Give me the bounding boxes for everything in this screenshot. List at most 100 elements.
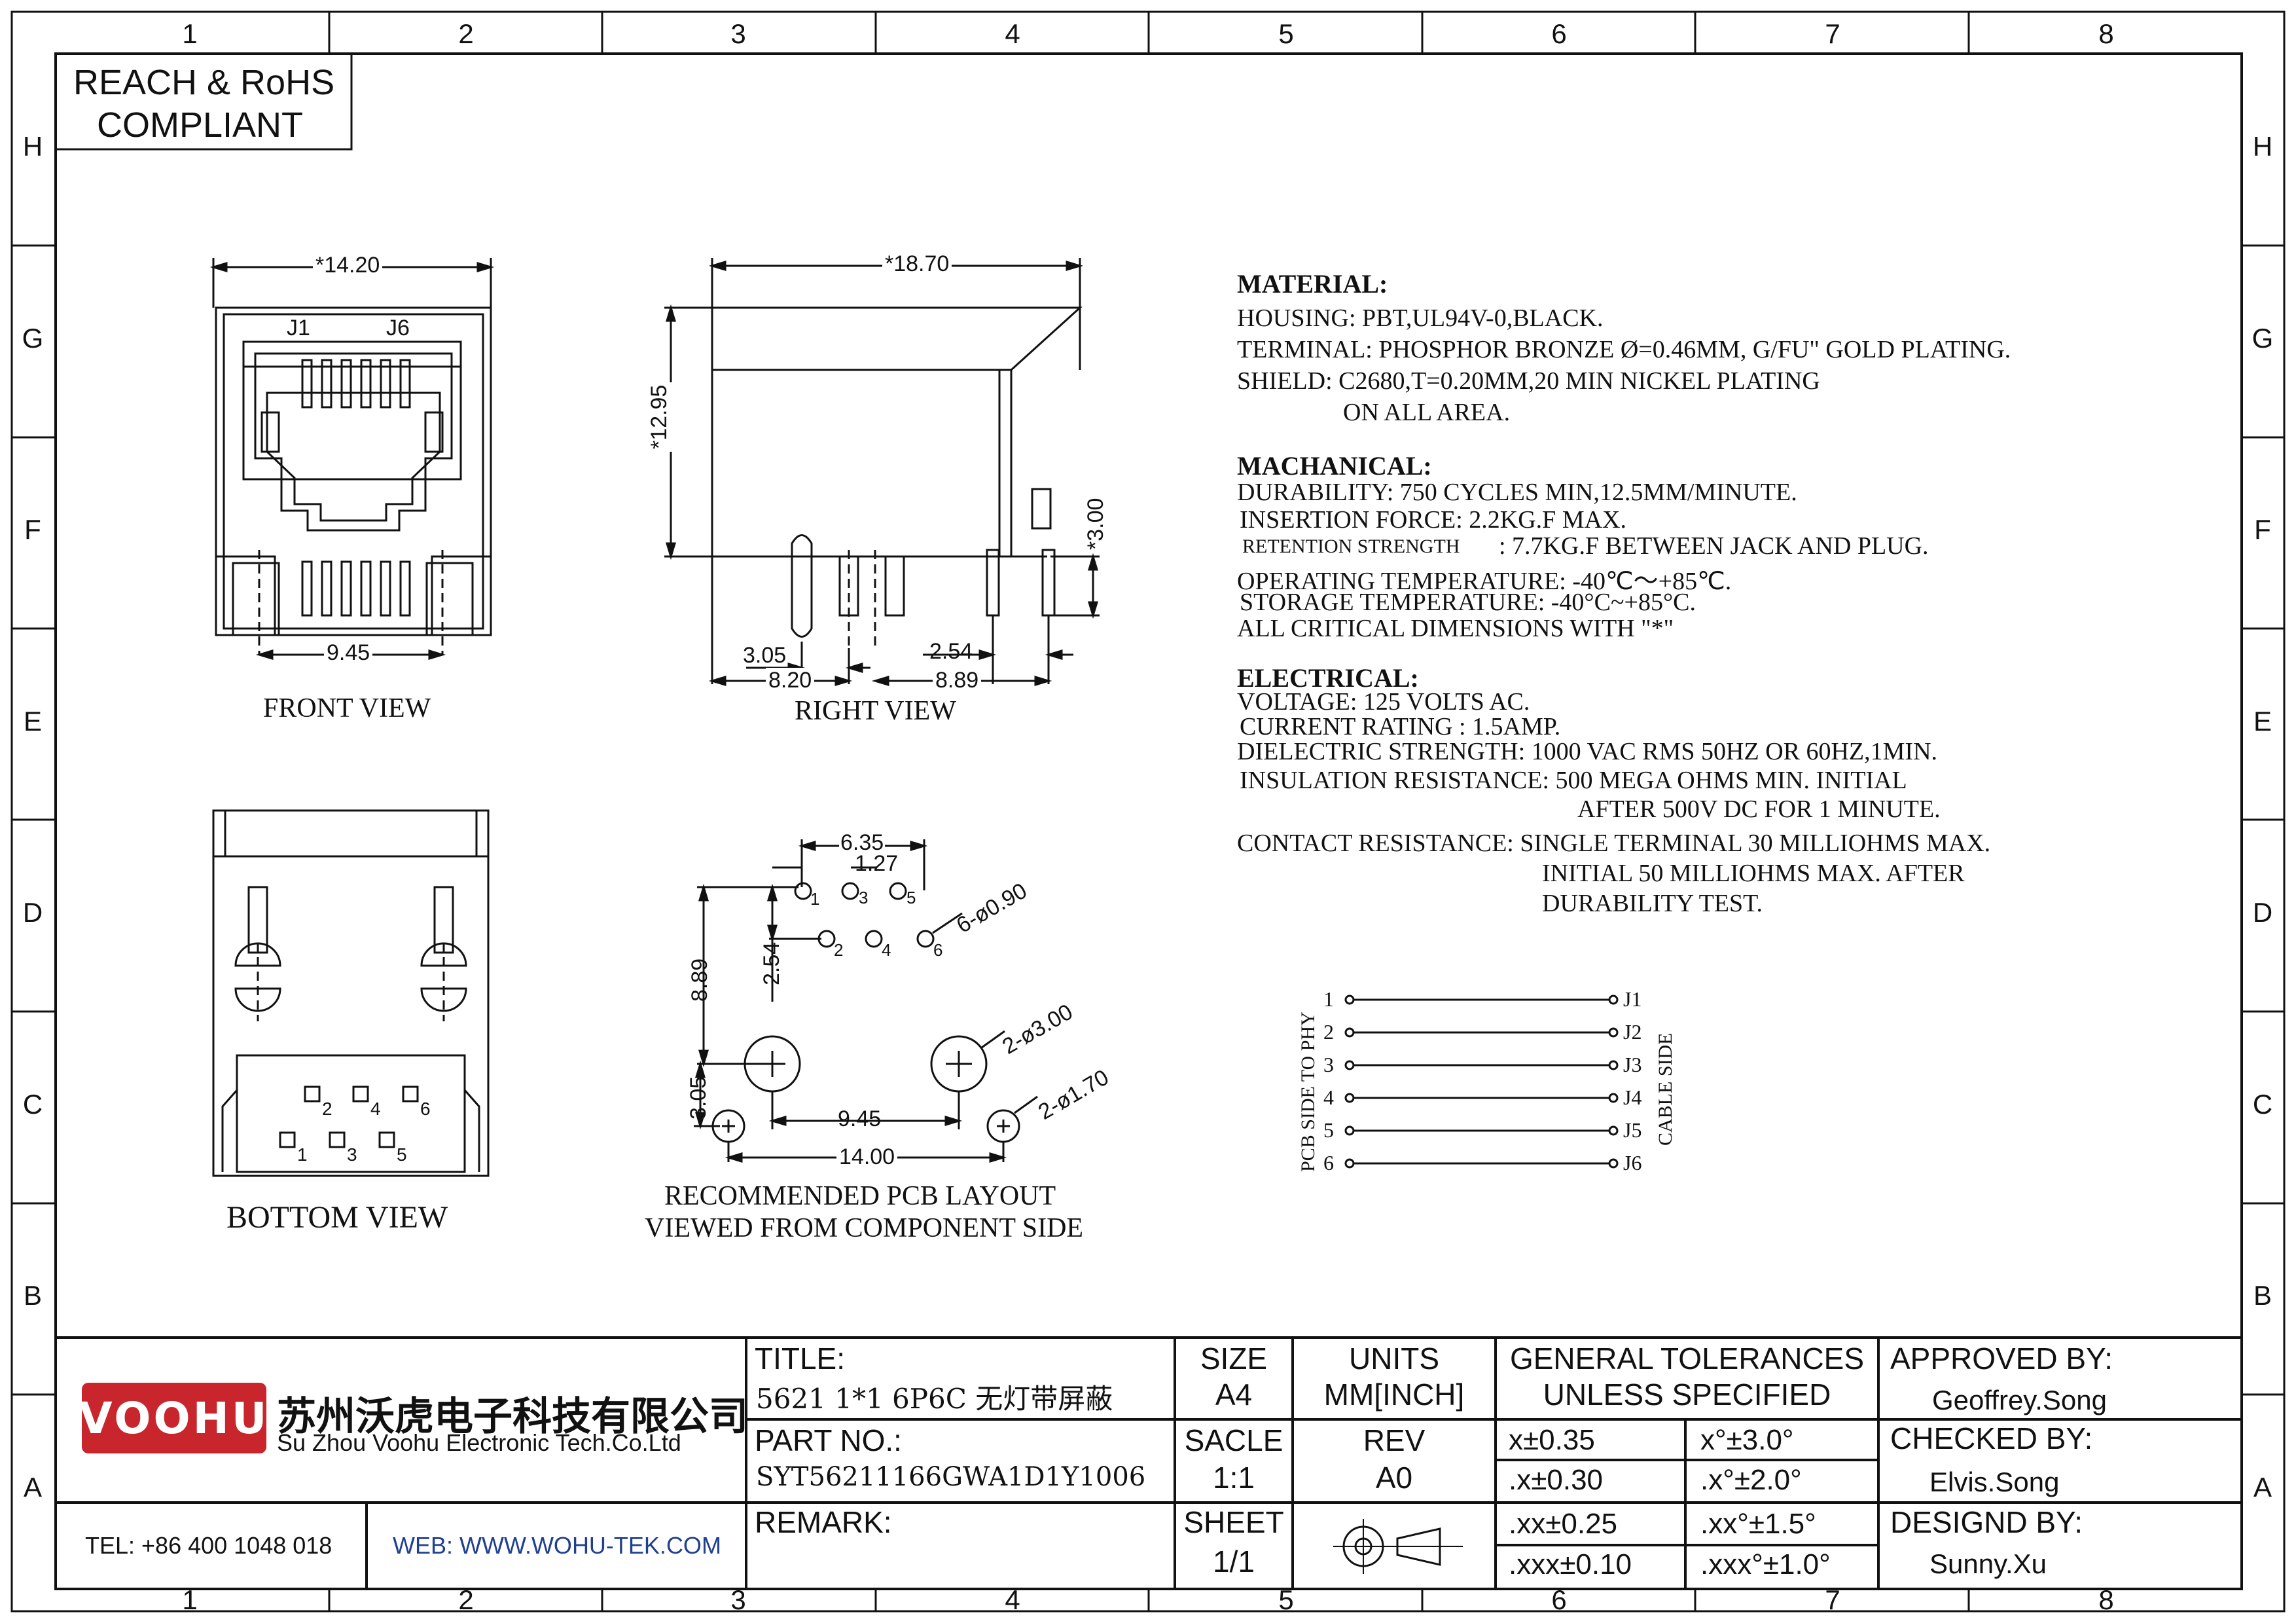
wiring-right-pin-j6: J6 <box>1623 1151 1642 1175</box>
spec-shield-2: ON ALL AREA. <box>1343 399 1511 426</box>
pcb-pin-2: 2 <box>834 940 844 960</box>
zone-row-g: G <box>22 323 44 354</box>
checked-value: Elvis.Song <box>1929 1467 2060 1497</box>
wiring-left-pin-5: 5 <box>1323 1118 1334 1142</box>
checked-label: CHECKED BY: <box>1890 1421 2093 1455</box>
pcb-dim-254: 2.54 <box>759 941 784 985</box>
tolerance-linear-3: .xxx±0.10 <box>1509 1548 1632 1580</box>
right-dim-height: *12.95 <box>647 382 672 452</box>
sheet-label: SHEET <box>1183 1505 1284 1539</box>
tolerance-angular-2: .xx°±1.5° <box>1700 1508 1816 1540</box>
zone-col-4-bottom: 4 <box>1005 1584 1020 1615</box>
pcb-pin-4: 4 <box>882 940 891 960</box>
wiring-right-pin-j4: J4 <box>1623 1085 1642 1109</box>
spec-electrical-title: ELECTRICAL: <box>1237 663 1419 693</box>
zone-row-g-right: G <box>2251 323 2274 354</box>
size-value: A4 <box>1215 1377 1253 1412</box>
wiring-left-label: PCB SIDE TO PHY <box>1297 1012 1319 1172</box>
wiring-left-pin-3: 3 <box>1323 1053 1334 1076</box>
title-value: 5621 1*1 6P6C 无灯带屏蔽 <box>756 1383 1113 1415</box>
wiring-left-pin-2: 2 <box>1323 1020 1334 1044</box>
zone-col-2: 2 <box>458 18 474 49</box>
tolerance-title-1: GENERAL TOLERANCES <box>1509 1341 1865 1376</box>
company-logo: VOOHU <box>79 1383 266 1453</box>
spec-contact-2: INITIAL 50 MILLIOHMS MAX. AFTER <box>1542 860 1965 887</box>
spec-insertion: INSERTION FORCE: 2.2KG.F MAX. <box>1240 506 1626 534</box>
zone-row-d-right: D <box>2252 897 2273 928</box>
bottom-pin-4: 4 <box>370 1099 381 1119</box>
spec-contact-3: DURABILITY TEST. <box>1542 890 1763 917</box>
designed-value: Sunny.Xu <box>1929 1548 2047 1579</box>
wiring-left-pin-4: 4 <box>1323 1085 1334 1109</box>
pcb-dim-127: 1.27 <box>855 851 899 876</box>
zone-row-f-right: F <box>2254 514 2271 545</box>
zone-row-h: H <box>22 131 43 162</box>
tolerance-linear-1: .x±0.30 <box>1509 1464 1604 1496</box>
wiring-left-pin-6: 6 <box>1323 1151 1334 1175</box>
sheet-value: 1/1 <box>1213 1544 1255 1578</box>
right-dim-c: 2.54 <box>929 639 973 664</box>
pcb-pin-1: 1 <box>810 889 820 909</box>
tolerance-title-2: UNLESS SPECIFIED <box>1543 1377 1831 1412</box>
zone-col-6: 6 <box>1551 18 1567 49</box>
right-view-label: RIGHT VIEW <box>795 696 956 726</box>
bottom-pin-3: 3 <box>347 1144 357 1165</box>
zone-row-e: E <box>23 706 42 737</box>
wiring-right-pin-j3: J3 <box>1623 1053 1642 1076</box>
pcb-pin-3: 3 <box>859 888 869 907</box>
pcb-dim-945: 9.45 <box>838 1106 882 1131</box>
size-label: SIZE <box>1200 1341 1268 1376</box>
approved-value: Geoffrey.Song <box>1932 1385 2107 1415</box>
spec-critical: ALL CRITICAL DIMENSIONS WITH "*" <box>1237 615 1674 642</box>
spec-insulation: INSULATION RESISTANCE: 500 MEGA OHMS MIN… <box>1240 767 1907 794</box>
right-dim-a: 3.05 <box>743 643 787 668</box>
spec-material-title: MATERIAL: <box>1237 269 1388 299</box>
zone-col-7: 7 <box>1825 18 1840 49</box>
part-no-value: SYT56211166GWA1D1Y1006 <box>756 1462 1146 1492</box>
right-dim-leg: *3.00 <box>1083 498 1108 550</box>
zone-col-8: 8 <box>2098 18 2114 49</box>
compliance-line-2: COMPLIANT <box>97 105 304 145</box>
rev-label: REV <box>1363 1423 1426 1457</box>
spec-retention-label: RETENTION STRENGTH <box>1242 536 1460 557</box>
bottom-pin-2: 2 <box>322 1099 332 1119</box>
spec-voltage: VOLTAGE: 125 VOLTS AC. <box>1237 688 1530 716</box>
spec-storage: STORAGE TEMPERATURE: -40°C~+85°C. <box>1240 589 1696 616</box>
front-pin-j1: J1 <box>287 316 310 340</box>
projection-symbol-icon <box>1329 1519 1466 1575</box>
zone-row-a: A <box>23 1472 42 1503</box>
zone-col-8-bottom: 8 <box>2098 1584 2114 1615</box>
zone-row-f: F <box>24 514 41 545</box>
zone-col-4: 4 <box>1005 18 1020 49</box>
remark-label: REMARK: <box>755 1505 892 1539</box>
bottom-pin-1: 1 <box>297 1144 308 1165</box>
units-value: MM[INCH] <box>1323 1377 1465 1412</box>
spec-terminal: TERMINAL: PHOSPHOR BRONZE Ø=0.46MM, G/FU… <box>1237 336 2011 363</box>
pcb-dim-635: 6.35 <box>839 830 886 856</box>
bottom-pin-6: 6 <box>420 1099 431 1119</box>
tolerance-linear-2: .xx±0.25 <box>1509 1508 1618 1540</box>
zone-col-2-bottom: 2 <box>458 1584 474 1615</box>
spec-dielectric: DIELECTRIC STRENGTH: 1000 VAC RMS 50HZ O… <box>1237 738 1938 765</box>
approved-label: APPROVED BY: <box>1890 1341 2113 1376</box>
spec-retention-value: : 7.7KG.F BETWEEN JACK AND PLUG. <box>1499 532 1929 560</box>
spec-housing: HOUSING: PBT,UL94V-0,BLACK. <box>1237 304 1604 332</box>
compliance-line-1: REACH & RoHS <box>73 63 335 102</box>
front-dim-width: *14.20 <box>313 253 383 278</box>
bottom-pin-5: 5 <box>397 1144 407 1165</box>
tolerance-angular-0: x°±3.0° <box>1700 1424 1794 1456</box>
spec-current: CURRENT RATING : 1.5AMP. <box>1240 713 1561 740</box>
spec-durability: DURABILITY: 750 CYCLES MIN,12.5MM/MINUTE… <box>1237 479 1797 506</box>
zone-col-3: 3 <box>730 18 746 49</box>
logo-text: VOOHU <box>79 1393 270 1444</box>
pcb-pin-5: 5 <box>906 888 916 907</box>
front-pin-j6: J6 <box>386 316 410 340</box>
bottom-view-label: BOTTOM VIEW <box>226 1200 448 1235</box>
designed-label: DESIGND BY: <box>1890 1505 2083 1539</box>
zone-row-c: C <box>22 1089 43 1120</box>
pcb-dim-305: 3.05 <box>686 1076 711 1120</box>
spec-contact: CONTACT RESISTANCE: SINGLE TERMINAL 30 M… <box>1237 830 1991 857</box>
spec-insulation-2: AFTER 500V DC FOR 1 MINUTE. <box>1577 795 1941 823</box>
zone-col-1-bottom: 1 <box>182 1584 198 1615</box>
